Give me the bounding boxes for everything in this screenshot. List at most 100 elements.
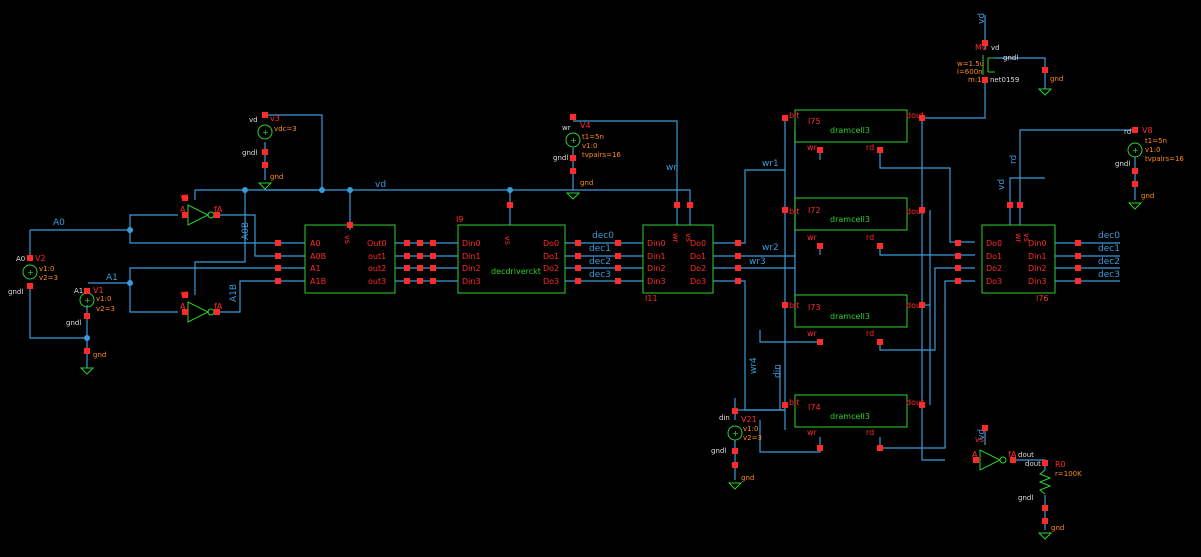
svg-text:V1: V1 [93, 286, 104, 295]
svg-text:rd: rd [866, 143, 874, 152]
svg-text:v1:0: v1:0 [1145, 146, 1160, 154]
svg-text:gnd: gnd [270, 173, 283, 181]
svg-text:gnd: gnd [1141, 192, 1154, 200]
svg-text:wr: wr [562, 124, 571, 132]
svg-text:R0: R0 [1055, 460, 1066, 469]
source-v3[interactable]: + v3 vdc=3 vd gndl gnd [242, 114, 297, 181]
wdriver-pin-do3: Do3 [690, 277, 706, 286]
svg-text:dout: dout [906, 398, 924, 407]
driver-instance: I9 [456, 215, 463, 224]
svg-text:dout: dout [906, 301, 924, 310]
svg-text:vd: vd [997, 179, 1007, 190]
decoder-pin-out3: out3 [368, 277, 386, 286]
driver-pin-din0: Din0 [462, 239, 481, 248]
svg-text:wr: wr [807, 143, 818, 152]
svg-text:rd: rd [866, 428, 874, 437]
wdriver-pin-do2: Do2 [690, 264, 706, 273]
svg-text:bit: bit [789, 398, 799, 407]
svg-text:gndl: gndl [242, 149, 257, 157]
svg-text:vdc=3: vdc=3 [274, 125, 297, 133]
svg-text:I73: I73 [808, 303, 821, 312]
svg-text:vd: vd [977, 13, 987, 24]
inverter-dout[interactable]: A fA vs [972, 435, 1017, 471]
source-v2[interactable]: + V2 v1:0 v2=3 A0 gndl [8, 254, 58, 296]
wdriver-pin-do1: Do1 [690, 252, 706, 261]
svg-text:A0: A0 [53, 218, 65, 228]
wdriver-pin-din3: Din3 [647, 277, 666, 286]
resistor-r0[interactable]: R0 r=100K gndl gnd [1018, 460, 1082, 532]
dram-cell-i73[interactable]: I73 dramcell3 bit dout wr rd [789, 294, 924, 338]
wdriver-pin-din2: Din2 [647, 264, 666, 273]
svg-text:fA: fA [214, 302, 223, 311]
svg-text:dout: dout [1025, 460, 1041, 468]
svg-text:dramcell3: dramcell3 [830, 126, 870, 135]
svg-text:V4: V4 [580, 121, 591, 130]
svg-text:wr: wr [807, 233, 818, 242]
rdriver-pin-din3: Din3 [1028, 277, 1047, 286]
driver-pin-do0: Do0 [543, 239, 559, 248]
svg-text:gnd: gnd [1051, 524, 1064, 532]
decoder-pin-a0: A0 [310, 239, 321, 248]
source-v1[interactable]: + V1 v1:0 v2=3 A1 gndl gnd [66, 286, 115, 359]
svg-text:vd: vd [375, 180, 386, 190]
driver-cell-name: decdriverckt [491, 267, 541, 276]
svg-text:dec3: dec3 [1098, 270, 1120, 280]
svg-text:gnd: gnd [1050, 75, 1063, 83]
svg-text:dout: dout [906, 111, 924, 120]
mosfet-m0[interactable]: M0 w=1.5u l=600n m:1 vd gndl net0159 gnd [957, 43, 1063, 84]
svg-text:din: din [773, 364, 783, 378]
svg-text:A0: A0 [16, 255, 25, 263]
svg-text:vd: vd [977, 429, 987, 440]
svg-text:wr4: wr4 [749, 357, 759, 374]
svg-text:gndl: gndl [711, 447, 726, 455]
svg-text:fA: fA [214, 205, 223, 214]
source-v4[interactable]: + V4 t1=5n v1:0 tvpairs=16 wr gndl gnd [553, 121, 621, 187]
svg-text:din: din [719, 414, 730, 422]
svg-text:m:1: m:1 [968, 76, 982, 84]
driver-pin-vs: vs [503, 236, 512, 245]
rdriver-pin-do0: Do0 [986, 239, 1002, 248]
dram-cell-i72[interactable]: I72 dramcell3 bit dout wr rd [789, 197, 924, 242]
svg-text:V2: V2 [35, 254, 46, 263]
svg-text:+: + [27, 268, 34, 277]
svg-text:rd: rd [866, 233, 874, 242]
svg-text:+: + [732, 429, 739, 438]
dram-cell-i74[interactable]: I74 dramcell3 bit dout wr rd [789, 394, 924, 437]
decoder-pin-a1b: A1B [310, 277, 326, 286]
driver-pin-do2: Do2 [543, 264, 559, 273]
source-v8[interactable]: + V8 t1=5n v1:0 tvpairs=16 rd gndl gnd [1115, 126, 1184, 200]
driver-block[interactable]: I9 Din0 Din1 Din2 Din3 Do0 Do1 Do2 Do3 d… [456, 215, 566, 294]
svg-text:dramcell3: dramcell3 [830, 412, 870, 421]
source-v21[interactable]: + V21 v1:0 v2=3 din gndl gnd [711, 414, 762, 482]
svg-text:gndl: gndl [1115, 160, 1130, 168]
svg-text:A: A [972, 450, 978, 459]
rdriver-pin-din0: Din0 [1028, 239, 1047, 248]
wires [29, 15, 1136, 530]
dram-cell-i75[interactable]: I75 dramcell3 bit dout wr rd [789, 109, 924, 152]
wdriver-instance: I11 [645, 294, 658, 303]
svg-text:gndl: gndl [1018, 494, 1033, 502]
svg-text:dec0: dec0 [592, 231, 614, 241]
decoder-block[interactable]: A0 A0B A1 A1B Out0 out1 out2 out3 vs [304, 224, 396, 294]
svg-text:v1:0: v1:0 [582, 142, 597, 150]
svg-text:A0B: A0B [241, 222, 251, 240]
svg-text:v2=3: v2=3 [96, 305, 115, 313]
driver-pin-do3: Do3 [543, 277, 559, 286]
write-driver-block[interactable]: I11 Din0 Din1 Din2 Din3 Do0 Do1 Do2 Do3 … [642, 224, 714, 303]
svg-text:wr2: wr2 [762, 243, 779, 253]
svg-text:I72: I72 [808, 206, 821, 215]
svg-text:gnd: gnd [741, 474, 754, 482]
svg-text:gnd: gnd [93, 351, 106, 359]
read-driver-block[interactable]: I76 Do0 Do1 Do2 Do3 Din0 Din1 Din2 Din3 … [981, 224, 1056, 303]
svg-text:v2=3: v2=3 [39, 274, 58, 282]
decoder-pin-vs: vs [343, 235, 352, 244]
svg-text:vs: vs [975, 435, 984, 444]
svg-text:rd: rd [1124, 128, 1131, 136]
svg-text:gndl: gndl [1003, 54, 1018, 62]
svg-text:dramcell3: dramcell3 [830, 312, 870, 321]
svg-text:M0: M0 [975, 43, 987, 52]
svg-text:A1: A1 [74, 287, 83, 295]
svg-text:l=600n: l=600n [957, 68, 983, 76]
